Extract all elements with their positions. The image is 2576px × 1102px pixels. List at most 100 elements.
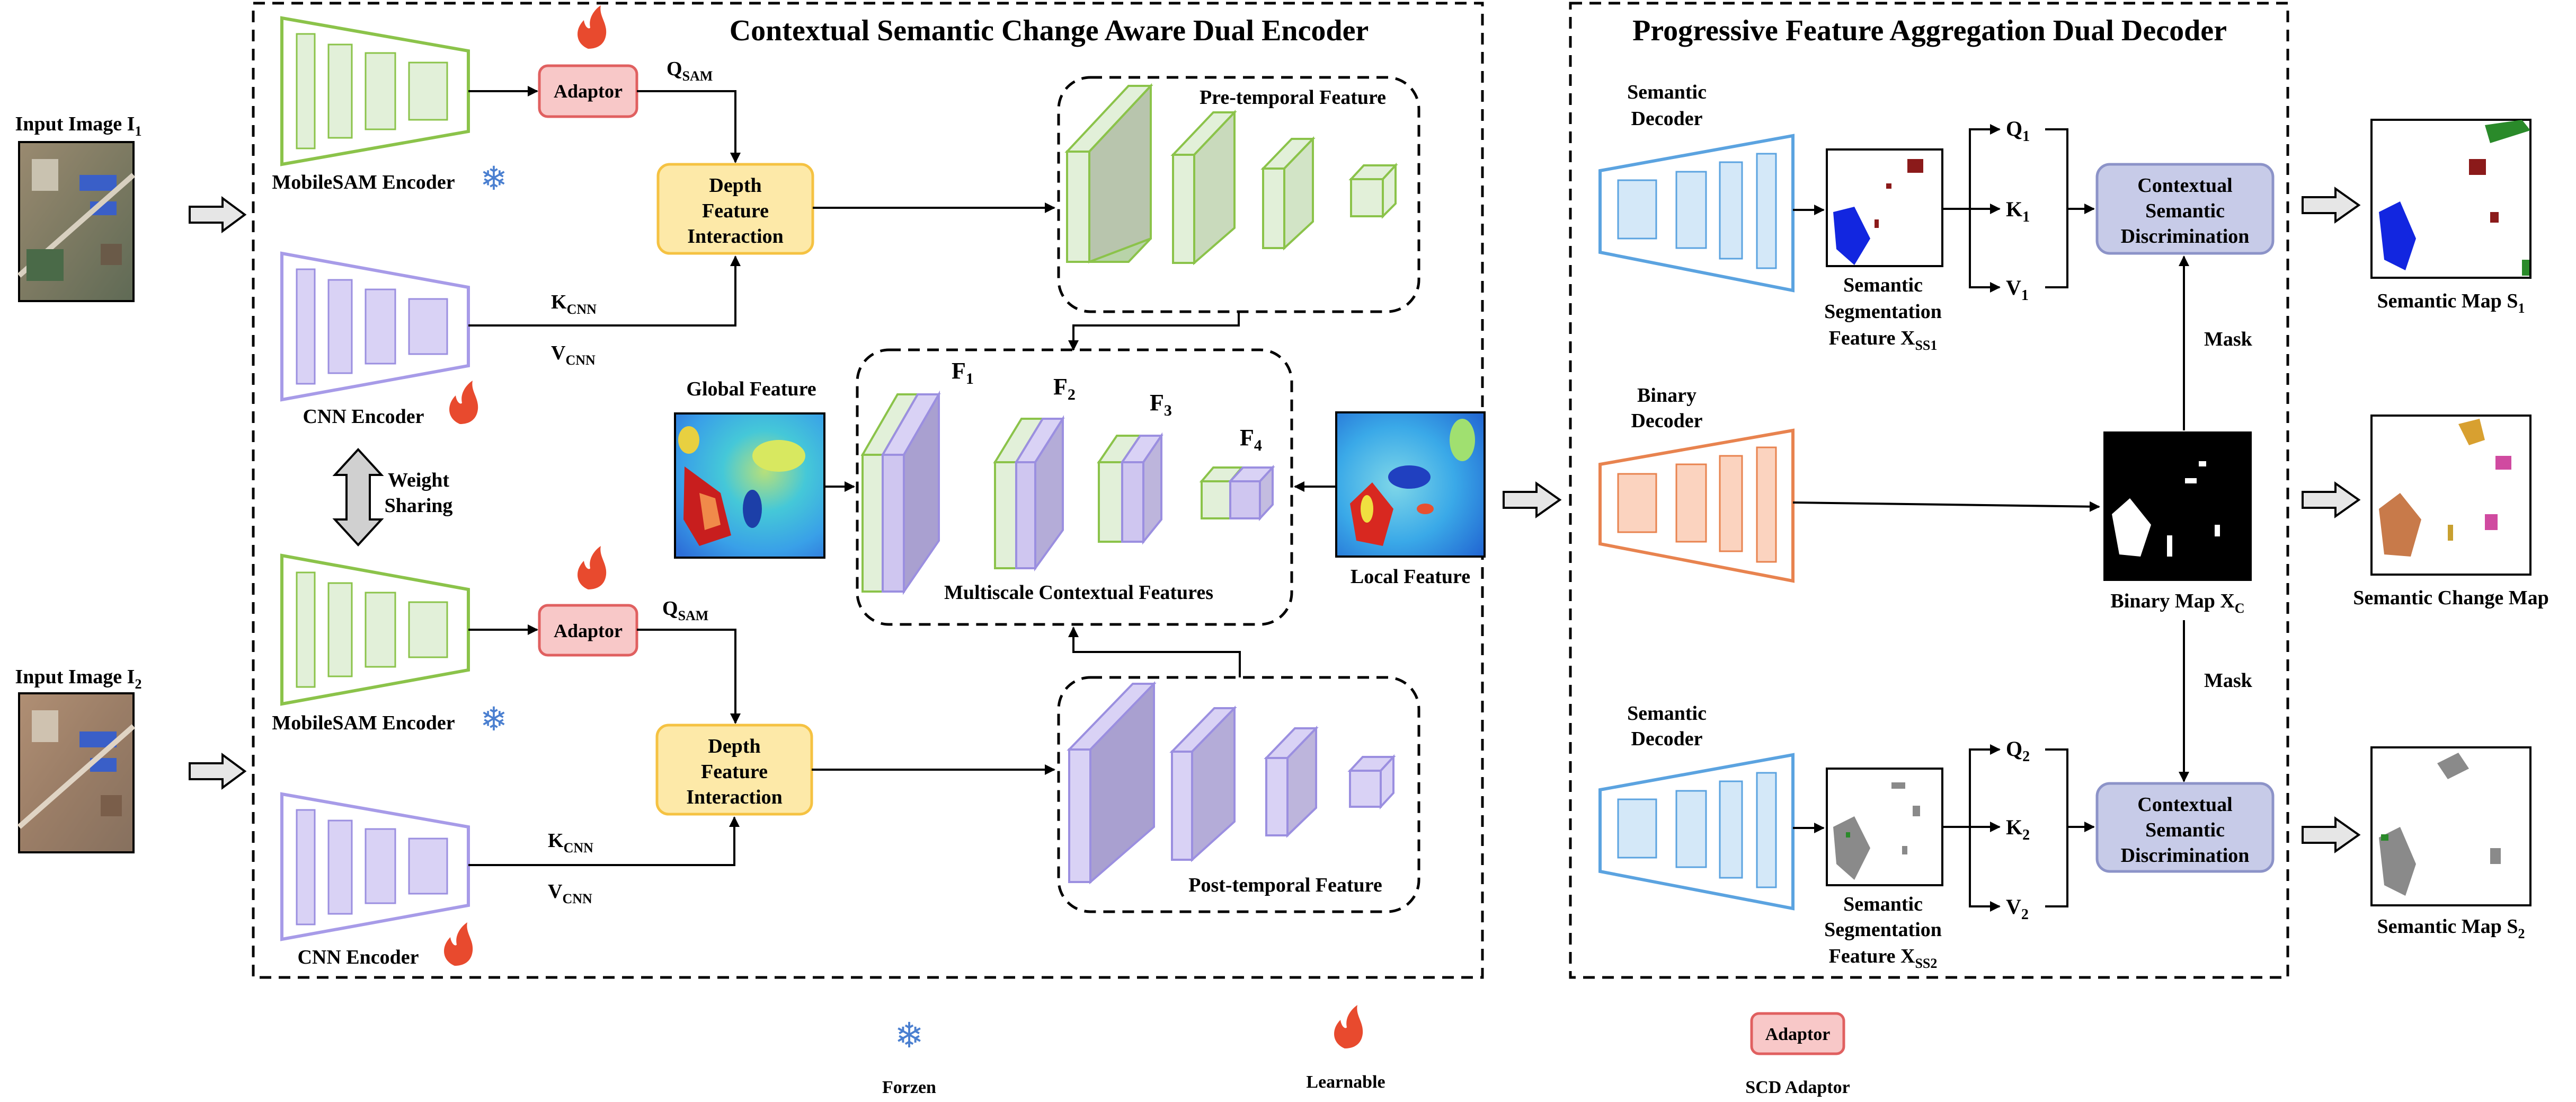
seg2-line3: Feature XSS2 [1829, 945, 1938, 971]
legend-frozen-label: Forzen [882, 1078, 936, 1097]
input-image-2 [17, 692, 136, 853]
csd-top-line1: Contextual [2137, 174, 2232, 197]
semantic-change-map [2370, 415, 2531, 576]
csd-bottom [2095, 782, 2275, 873]
snowflake-icon: ❄ [480, 161, 508, 197]
post-temporal-label: Post-temporal Feature [1188, 874, 1382, 896]
depth-line2: Feature [701, 761, 768, 783]
mobilesam-encoder-bottom [280, 553, 470, 706]
snowflake-icon: ❄ [894, 1017, 923, 1055]
csd-bottom-line1: Contextual [2137, 794, 2232, 816]
encoder-title: Contextual Semantic Change Aware Dual En… [730, 14, 1369, 47]
binary-map-label: Binary Map XC [2110, 590, 2244, 616]
seg1-line2: Segmentation [1824, 301, 1942, 323]
k1-label: K1 [2006, 197, 2030, 225]
depth-line1: Depth [709, 174, 761, 197]
q1-label: Q1 [2006, 117, 2030, 145]
flame-icon [578, 5, 607, 49]
multiscale-cubes [860, 390, 1275, 595]
legend-adaptor-box [1750, 1012, 1845, 1055]
input-arrow-1 [189, 196, 247, 233]
binary-map [2103, 431, 2252, 581]
binary-decoder [1598, 428, 1795, 583]
flame-icon [444, 922, 473, 966]
f1-label: F1 [952, 358, 974, 387]
seg1-line1: Semantic [1843, 274, 1923, 296]
semantic-change-map-label: Semantic Change Map [2353, 587, 2548, 609]
v1-label: V1 [2006, 276, 2029, 304]
depth-line2: Feature [702, 200, 769, 222]
f2-label: F2 [1053, 374, 1076, 403]
arrow [1969, 209, 2001, 293]
multiscale-box [856, 348, 1293, 626]
legend-learnable-label: Learnable [1306, 1072, 1385, 1092]
semantic-seg-feature-1 [1826, 148, 1943, 267]
snowflake-icon: ❄ [480, 702, 508, 738]
semantic-decoder-bottom [1598, 753, 1795, 911]
flame-icon [449, 381, 478, 424]
seg2-line2: Segmentation [1824, 919, 1942, 941]
weight-sharing-line2: Sharing [385, 495, 453, 517]
csd-top-line2: Semantic [2145, 200, 2225, 222]
post-temporal-box [1057, 676, 1420, 913]
semantic-map-1-label: Semantic Map S1 [2377, 290, 2525, 316]
decoder-title: Progressive Feature Aggregation Dual Dec… [1632, 14, 2227, 47]
output-arrow-3 [2302, 816, 2361, 853]
depth-line1: Depth [708, 735, 760, 757]
weight-sharing-arrow [332, 448, 384, 546]
semantic-map-2 [2370, 746, 2531, 906]
mobilesam-label-top: MobileSAM Encoder [272, 171, 455, 193]
decoder-box [1569, 2, 2289, 979]
global-feature-label: Global Feature [686, 378, 816, 400]
encoder-box [252, 2, 1484, 979]
arrow [637, 629, 741, 724]
semantic-seg-feature-2 [1826, 768, 1943, 886]
input-image-1-label: Input Image I1 [15, 113, 142, 139]
post-temporal-cubes [1067, 681, 1396, 885]
depth-line3: Interaction [686, 786, 783, 808]
legend-scd-adaptor-label: SCD Adaptor [1745, 1078, 1850, 1097]
output-arrow-1 [2302, 187, 2361, 224]
cnn-encoder-bottom [280, 792, 470, 941]
mask-label-bottom: Mask [2204, 669, 2253, 692]
cnn-label-top: CNN Encoder [303, 405, 424, 428]
f4-label: F4 [1240, 425, 1262, 454]
bracket [2045, 748, 2068, 907]
mask-label-top: Mask [2204, 328, 2253, 350]
multiscale-label: Multiscale Contextual Features [944, 581, 1213, 604]
encoder-decoder-arrow [1503, 481, 1562, 518]
arrow [1792, 501, 2100, 512]
semantic-decoder-bottom-line1: Semantic [1627, 702, 1707, 725]
q-sam-bottom: QSAM [662, 597, 708, 623]
pre-temporal-label: Pre-temporal Feature [1200, 86, 1386, 109]
semantic-decoder-top [1598, 134, 1795, 293]
k-cnn-bottom: KCNN [548, 830, 593, 856]
binary-decoder-line1: Binary [1637, 384, 1696, 407]
input-image-2-label: Input Image I2 [15, 666, 142, 692]
seg2-line1: Semantic [1843, 893, 1923, 915]
local-feature-label: Local Feature [1351, 566, 1470, 588]
csd-top-line3: Discrimination [2121, 225, 2250, 248]
weight-sharing-line1: Weight [388, 469, 449, 491]
input-arrow-2 [189, 753, 247, 790]
flame-icon [1334, 1005, 1363, 1048]
semantic-decoder-top-line1: Semantic [1627, 81, 1707, 103]
semantic-decoder-bottom-line2: Decoder [1631, 728, 1702, 750]
local-feature-heatmap [1335, 411, 1486, 558]
adaptor-top-label: Adaptor [554, 81, 623, 102]
semantic-map-1 [2370, 119, 2531, 279]
arrow [1969, 827, 2001, 912]
csd-bottom-line2: Semantic [2145, 819, 2225, 841]
arrow [468, 816, 740, 866]
cnn-encoder-top [280, 251, 470, 402]
semantic-decoder-top-line2: Decoder [1631, 108, 1702, 130]
csd-bottom-line3: Discrimination [2121, 844, 2250, 867]
semantic-map-2-label: Semantic Map S2 [2377, 915, 2525, 941]
cnn-label-bottom: CNN Encoder [297, 946, 419, 968]
csd-top [2095, 163, 2275, 255]
output-arrow-2 [2302, 481, 2361, 518]
q-sam-top: QSAM [667, 58, 713, 84]
depth-line3: Interaction [687, 225, 784, 248]
k-cnn-top: KCNN [551, 291, 597, 317]
